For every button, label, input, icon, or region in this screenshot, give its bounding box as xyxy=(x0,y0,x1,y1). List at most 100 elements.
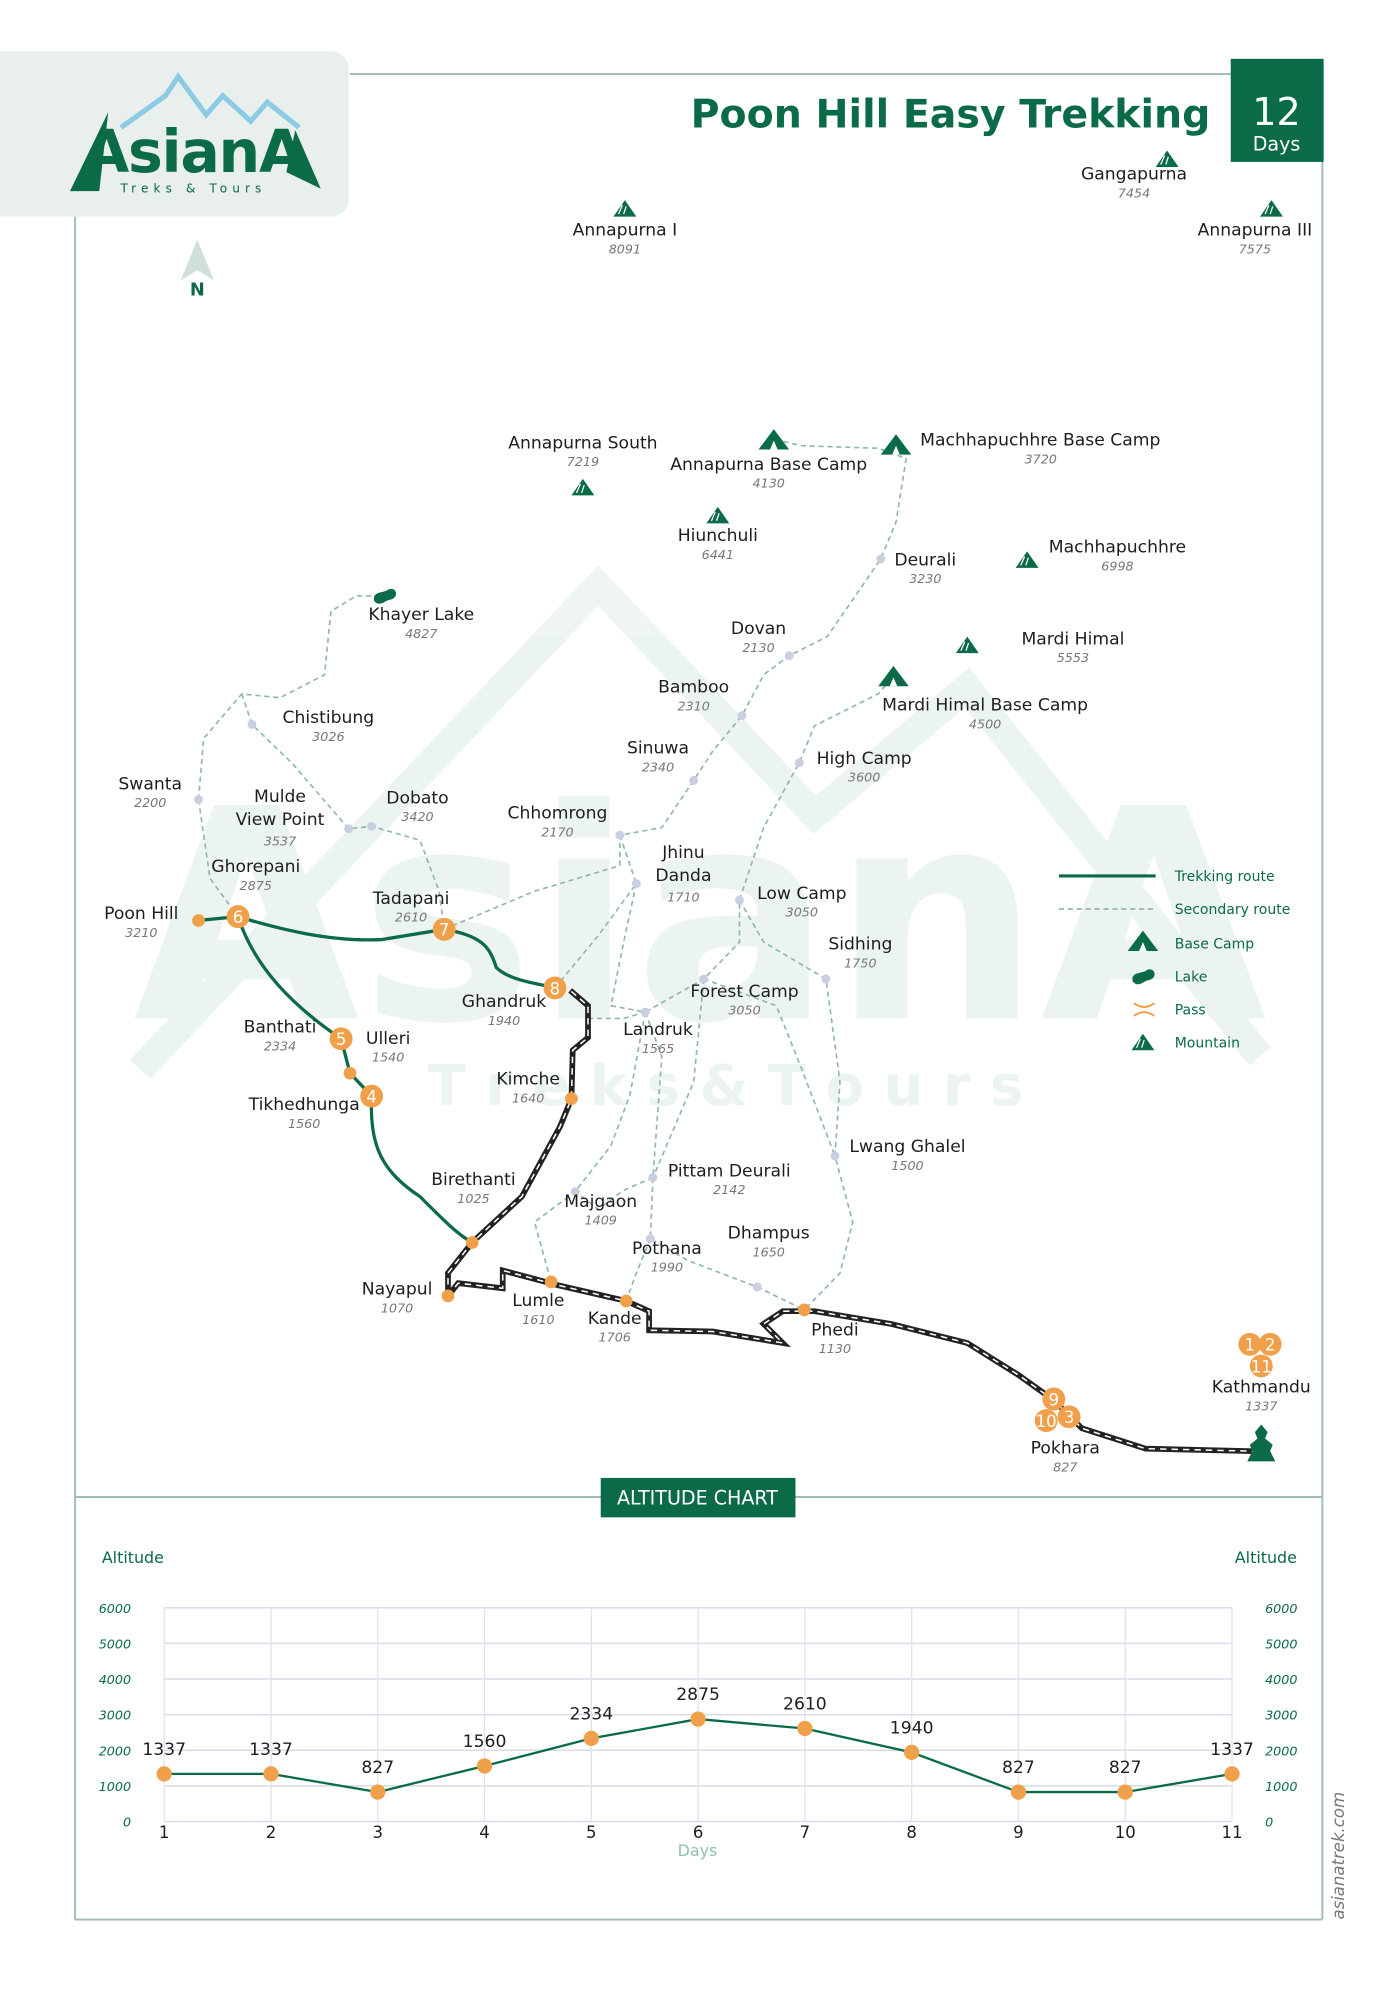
place-name: Poon Hill xyxy=(104,904,178,924)
mountain-icon-snow xyxy=(710,511,720,522)
tent-icon xyxy=(1127,930,1159,951)
mountain-icon-snow xyxy=(617,204,627,215)
day-badge xyxy=(1249,1354,1273,1378)
data-label: 827 xyxy=(1109,1758,1142,1778)
day-badge-number: 9 xyxy=(1049,1390,1060,1409)
waypoint-dot xyxy=(735,895,744,905)
y-tick-left: 2000 xyxy=(99,1743,131,1758)
data-label: 1337 xyxy=(1210,1740,1254,1760)
x-tick: 8 xyxy=(906,1823,917,1842)
day-badge xyxy=(1258,1332,1282,1356)
legend-label: Pass xyxy=(1175,1003,1206,1019)
day-badge xyxy=(226,905,250,929)
place-name: Banthati xyxy=(244,1017,317,1037)
data-point xyxy=(1224,1766,1240,1782)
day-badge xyxy=(432,917,456,941)
place-name: Kimche xyxy=(496,1070,560,1090)
waypoint-dot xyxy=(784,651,794,661)
day-badge xyxy=(1034,1409,1058,1433)
place-altitude: 2875 xyxy=(240,878,272,893)
waypoint-dot xyxy=(570,1187,580,1196)
waypoint-dot xyxy=(615,830,625,840)
stop-dot xyxy=(441,1289,455,1303)
place-name: Chhomrong xyxy=(507,804,607,824)
place-altitude: 1500 xyxy=(891,1158,923,1173)
secondary-route xyxy=(625,1238,652,1302)
place-altitude: 2310 xyxy=(677,698,709,713)
place-altitude: 2200 xyxy=(134,795,166,810)
place-altitude: 1540 xyxy=(372,1050,404,1065)
day-badge xyxy=(1238,1332,1262,1356)
data-point xyxy=(797,1720,813,1737)
legend-item: Trekking route xyxy=(1058,869,1275,885)
data-point xyxy=(476,1758,493,1774)
lake-icon xyxy=(1132,969,1155,985)
secondary-route xyxy=(554,834,638,989)
tent-door xyxy=(770,440,778,450)
watermark: AsianA T r e k s & T o u r s xyxy=(129,565,1271,1119)
x-tick: 7 xyxy=(800,1823,811,1842)
y-tick-left: 3000 xyxy=(99,1708,131,1723)
waypoint-dot xyxy=(648,1173,658,1182)
y-tick-right: 5000 xyxy=(1265,1636,1297,1651)
place-altitude: 2130 xyxy=(742,640,774,655)
place-name: Hiunchuli xyxy=(678,526,758,546)
website-text: asianatrek.com xyxy=(1329,1792,1348,1920)
days-badge: 12 Days xyxy=(1230,58,1324,162)
place-altitude: 1940 xyxy=(488,1013,520,1028)
stop-dot xyxy=(619,1294,633,1308)
place-name: Landruk xyxy=(623,1020,693,1040)
place-altitude: 4500 xyxy=(969,716,1001,731)
data-point xyxy=(1117,1784,1133,1800)
place-altitude: 3050 xyxy=(728,1003,760,1018)
place-altitude: 2340 xyxy=(642,760,674,775)
place-altitude: 7575 xyxy=(1239,242,1271,257)
place-name: Dobato xyxy=(386,788,448,808)
place-altitude: 6441 xyxy=(702,547,734,562)
secondary-route xyxy=(652,978,705,1178)
data-point xyxy=(1010,1784,1027,1800)
place-name: Phedi xyxy=(811,1320,858,1340)
place-name: Pokhara xyxy=(1031,1439,1100,1459)
place-altitude: 4827 xyxy=(405,626,437,641)
chart-title: ALTITUDE CHART xyxy=(617,1487,778,1510)
x-tick: 4 xyxy=(479,1823,490,1842)
place-altitude: 1710 xyxy=(667,889,699,904)
day-badge xyxy=(1057,1405,1081,1429)
y-axis-label-left: Altitude xyxy=(102,1548,164,1567)
place-altitude: 3600 xyxy=(848,770,880,785)
waypoint-dot xyxy=(737,711,747,720)
legend-label: Mountain xyxy=(1175,1036,1240,1052)
tent-door xyxy=(892,445,900,455)
day-badge-number: 1 xyxy=(1245,1336,1256,1355)
legend-item: Pass xyxy=(1133,1002,1206,1019)
mountain-icon-snow xyxy=(575,483,585,494)
data-point xyxy=(583,1730,599,1747)
legend-item: Secondary route xyxy=(1058,902,1290,918)
place-name: Gangapurna xyxy=(1081,165,1187,185)
data-label: 1940 xyxy=(890,1718,934,1738)
place-name: Forest Camp xyxy=(690,982,798,1002)
place-altitude: 4130 xyxy=(753,476,785,491)
place-name-line: Jhinu xyxy=(661,843,705,863)
y-tick-left: 5000 xyxy=(99,1636,131,1651)
place-altitude: 1640 xyxy=(512,1090,544,1105)
place-name: Mardi Himal xyxy=(1021,629,1124,649)
place-altitude: 3026 xyxy=(312,729,344,744)
